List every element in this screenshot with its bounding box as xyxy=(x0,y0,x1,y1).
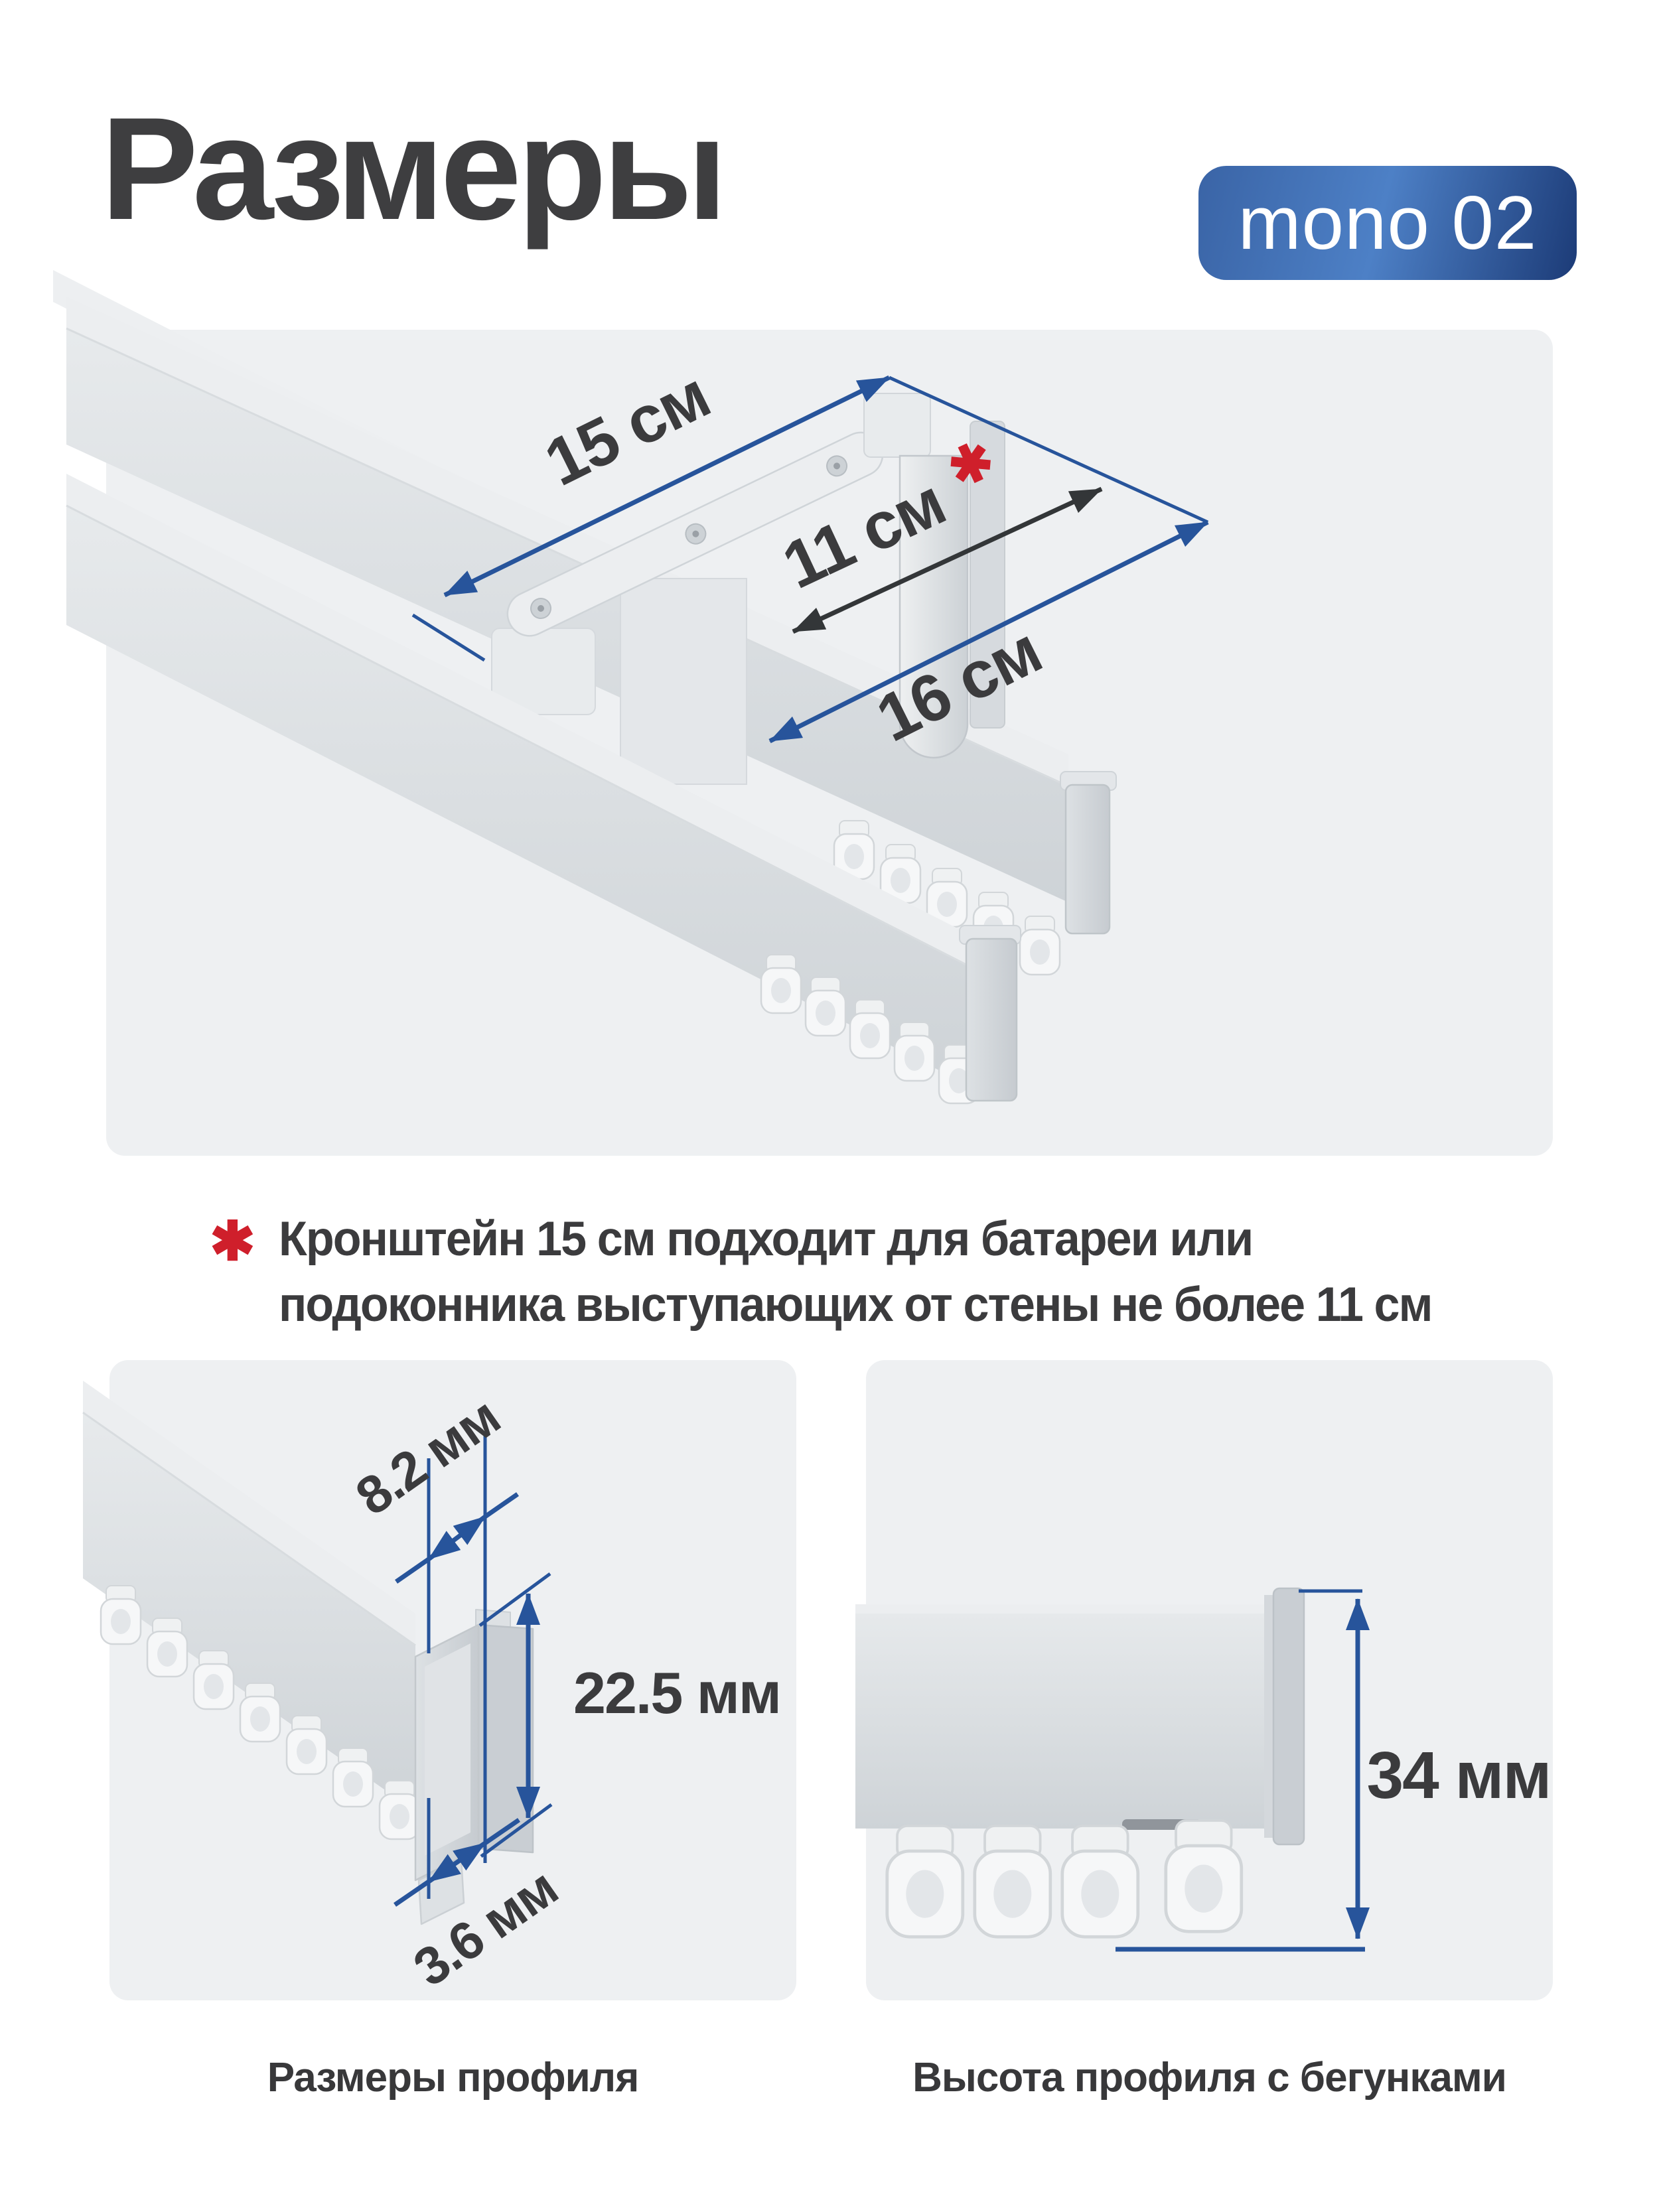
back-rail-endcap xyxy=(1064,784,1111,935)
bracket-diagram: 15 см 16 см 11 см ✱ xyxy=(53,270,1209,1105)
profile-size-panel: 8.2 мм 22.5 мм 3.6 мм xyxy=(82,1360,796,2000)
dim-15cm-arrow xyxy=(443,375,891,598)
note-line-1: Кронштейн 15 см подходит для батареи или xyxy=(279,1212,1254,1266)
model-badge-label: mono 02 xyxy=(1238,180,1538,265)
dim-22mm-tick-top xyxy=(478,1572,551,1627)
note-asterisk: ✱ xyxy=(210,1211,255,1272)
front-rail xyxy=(66,474,971,1086)
side-runners xyxy=(887,1821,1242,1937)
dim-11cm-arrow xyxy=(792,486,1103,634)
side-rail-endcap xyxy=(1272,1587,1305,1846)
height-panel-caption: Высота профиля с бегунками xyxy=(912,2055,1507,2101)
profile-height-panel: 34 мм xyxy=(855,1360,1553,2000)
dim-8mm-tail-right xyxy=(484,1492,519,1519)
dim-15cm-extension xyxy=(411,613,486,662)
dim-34mm-label: 34 мм xyxy=(1367,1738,1551,1813)
note-text: Кронштейн 15 см подходит для батареи или… xyxy=(279,1206,1438,1338)
dim-8mm-arrow xyxy=(427,1515,487,1561)
dim-15cm-label: 15 см xyxy=(534,358,720,500)
note-line-2: подоконника выступающих от стены не боле… xyxy=(279,1278,1433,1332)
model-badge: mono 02 xyxy=(1198,166,1577,280)
side-rail xyxy=(855,1587,1305,1846)
profile-rail xyxy=(82,1381,416,1811)
dim-3mm-tail-right xyxy=(484,1818,520,1845)
dim-3mm-arrow xyxy=(427,1841,486,1884)
dim-22mm-label: 22.5 мм xyxy=(573,1660,780,1726)
dim-connector-line xyxy=(888,376,1209,524)
profile-panel-caption: Размеры профиля xyxy=(267,2055,640,2101)
wall-tab xyxy=(863,393,931,458)
dim-8mm-tail-left xyxy=(395,1557,430,1584)
profile-diagram: 8.2 мм 22.5 мм 3.6 мм xyxy=(82,1381,782,1998)
height-diagram: 34 мм xyxy=(855,1587,1551,1952)
main-diagram-panel: 15 см 16 см 11 см ✱ xyxy=(53,270,1553,1156)
dim-3mm-tail-left xyxy=(394,1880,430,1907)
bracket-support xyxy=(620,578,747,785)
page-title: Размеры xyxy=(101,87,727,250)
front-rail-endcap xyxy=(965,937,1018,1102)
